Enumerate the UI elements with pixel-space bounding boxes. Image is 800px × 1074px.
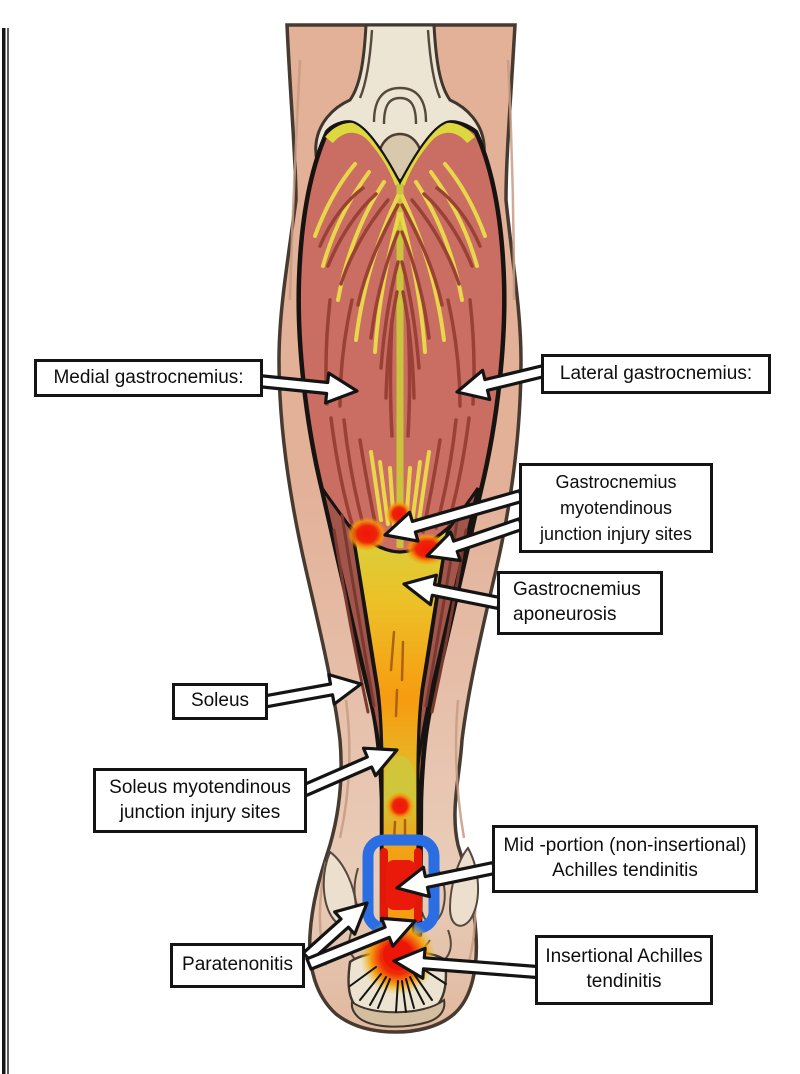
- arrow-paratenonitis-upper: [301, 901, 369, 963]
- callout-arrows: [255, 364, 547, 980]
- page-border-line: [2, 28, 9, 1074]
- label-soleus: Soleus: [172, 683, 268, 720]
- arrow-gastrocnemius-mtj-lower: [425, 517, 525, 563]
- label-insertional-achilles: Insertional Achilles tendinitis: [535, 935, 713, 1005]
- arrow-gastrocnemius-mtj-upper: [383, 489, 525, 543]
- arrow-lateral-gastrocnemius: [455, 364, 547, 402]
- arrow-soleus: [259, 672, 363, 710]
- arrow-mid-portion-achilles: [395, 860, 497, 899]
- label-paratenonitis: Paratenonitis: [170, 943, 305, 988]
- label-lateral-gastrocnemius: Lateral gastrocnemius:: [541, 354, 771, 394]
- soleus-mtj-injury-site: [386, 792, 414, 820]
- arrow-soleus-mtj: [299, 746, 399, 798]
- arrow-insertional-achilles: [392, 946, 540, 980]
- label-gastrocnemius-aponeurosis: Gastrocnemius aponeurosis: [497, 571, 663, 635]
- label-mid-portion-achilles: Mid -portion (non-insertional) Achilles …: [492, 825, 758, 893]
- arrow-medial-gastrocnemius: [255, 371, 359, 405]
- yellow-fiber-streaks: [313, 162, 487, 528]
- arrow-gastrocnemius-aponeurosis: [402, 573, 502, 611]
- label-soleus-mtj-injury: Soleus myotendinous junction injury site…: [93, 768, 307, 833]
- arrow-paratenonitis-lower: [305, 916, 417, 971]
- label-medial-gastrocnemius: Medial gastrocnemius:: [34, 359, 263, 397]
- label-gastrocnemius-mtj-injury: Gastrocnemius myotendinous junction inju…: [519, 463, 713, 553]
